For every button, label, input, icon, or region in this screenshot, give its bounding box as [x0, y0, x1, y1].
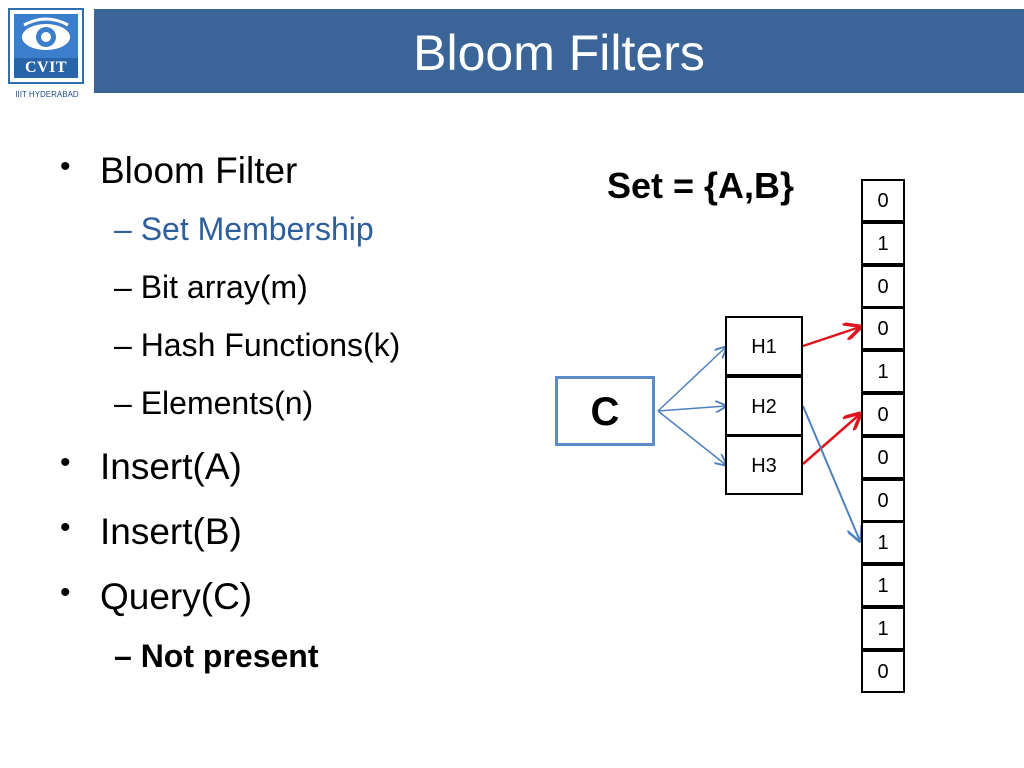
hash-function-box: H1: [725, 316, 803, 376]
bullet-marker: •: [60, 150, 71, 183]
bit-cell: 0: [861, 479, 905, 522]
bullet-text: Insert(B): [100, 511, 242, 552]
bit-cell: 1: [861, 521, 905, 564]
bit-cell: 1: [861, 607, 905, 650]
bullet-item: • Insert(B): [60, 511, 242, 553]
hit-arrow-h1: [802, 327, 860, 348]
bullet-marker: •: [60, 446, 71, 479]
bit-cell: 1: [861, 222, 905, 265]
eye-icon: [14, 14, 78, 60]
sub-bullet-marker: –: [114, 327, 132, 363]
sub-bullet-marker: –: [114, 638, 132, 674]
cvit-logo: CVIT: [8, 8, 84, 84]
bit-cell: 1: [861, 350, 905, 393]
bullet-marker: •: [60, 576, 71, 609]
query-element-box: C: [555, 376, 655, 446]
bit-cell: 0: [861, 179, 905, 222]
sub-bullet-text: Set Membership: [140, 211, 374, 247]
query-arrow-h2: [657, 406, 726, 411]
bit-cell: 0: [861, 307, 905, 350]
bit-cell: 1: [861, 564, 905, 607]
sub-bullet-marker: –: [114, 385, 132, 421]
sub-bullet-text: Bit array(m): [140, 269, 308, 305]
logo-caption: IIIT HYDERABAD: [15, 90, 79, 99]
query-arrow-h1: [657, 347, 726, 412]
sub-bullet-text: Elements(n): [140, 385, 314, 421]
bullet-text: Query(C): [100, 576, 253, 617]
sub-bullet-text: Not present: [140, 638, 319, 674]
sub-bullet-item: – Set Membership: [114, 211, 374, 248]
title-bar: Bloom Filters: [94, 9, 1024, 93]
bit-cell: 0: [861, 650, 905, 693]
bullet-item: • Query(C): [60, 576, 253, 618]
sub-bullet-item: – Not present: [114, 638, 318, 675]
logo-text: CVIT: [14, 58, 78, 78]
bullet-item: • Insert(A): [60, 446, 242, 488]
hit-arrow-h3: [802, 414, 860, 465]
bullet-marker: •: [60, 511, 71, 544]
bit-cell: 0: [861, 265, 905, 308]
page-title: Bloom Filters: [413, 25, 705, 81]
sub-bullet-item: – Elements(n): [114, 385, 313, 422]
set-label: Set = {A,B}: [607, 165, 795, 206]
bit-cell: 0: [861, 436, 905, 479]
bullet-text: Insert(A): [100, 446, 242, 487]
bit-cell: 0: [861, 393, 905, 436]
query-arrow-h3: [657, 410, 726, 465]
hash-function-box: H2: [725, 376, 803, 436]
bullet-text: Bloom Filter: [100, 150, 298, 191]
sub-bullet-marker: –: [114, 211, 132, 247]
query-arrow-h2-bit: [802, 405, 860, 541]
sub-bullet-item: – Hash Functions(k): [114, 327, 400, 364]
sub-bullet-text: Hash Functions(k): [140, 327, 401, 363]
hash-function-box: H3: [725, 435, 803, 495]
sub-bullet-marker: –: [114, 269, 132, 305]
bullet-item: • Bloom Filter: [60, 150, 298, 192]
sub-bullet-item: – Bit array(m): [114, 269, 308, 306]
